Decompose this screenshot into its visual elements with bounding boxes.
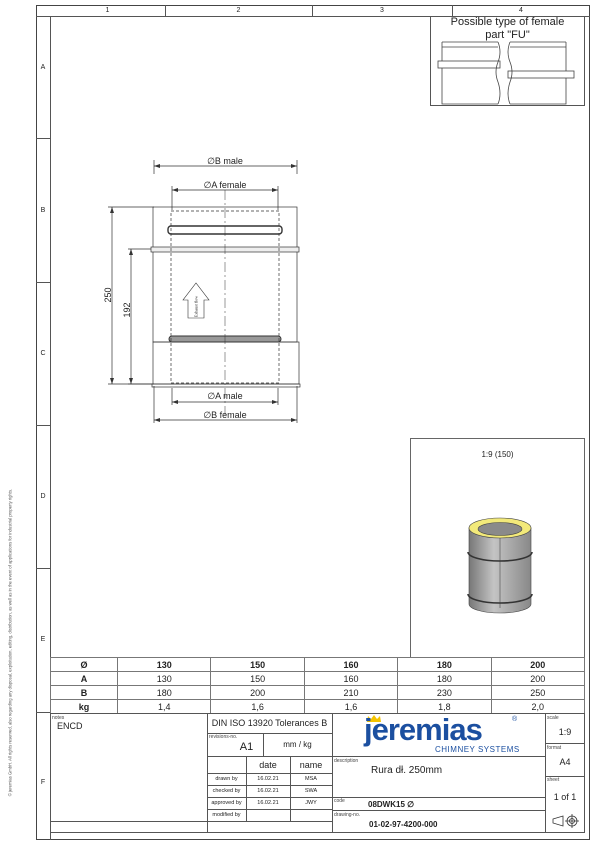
notes-value: ENCD bbox=[57, 721, 83, 731]
row-label: B bbox=[40, 206, 46, 214]
dim-a-male-label: ∅A male bbox=[207, 391, 243, 401]
table-cell: 180 bbox=[397, 671, 492, 686]
b-female-dim-line bbox=[153, 386, 298, 423]
table-row: kg 1,4 1,6 1,6 1,8 2,0 bbox=[49, 699, 586, 714]
table-cell: 160 bbox=[303, 671, 399, 686]
drawing-no-value: 01-02-97-4200-000 bbox=[369, 820, 438, 829]
dim-total-height: 250 bbox=[103, 287, 113, 303]
dim-a-female-label: ∅A female bbox=[203, 180, 247, 190]
logo-subtitle: CHIMNEY SYSTEMS bbox=[435, 745, 520, 754]
tolerances: DIN ISO 13920 Tolerances B bbox=[211, 718, 328, 728]
table-cell: 1,6 bbox=[210, 699, 305, 714]
column-label: 3 bbox=[380, 7, 384, 14]
table-cell: 150 bbox=[210, 657, 305, 672]
sheet-value: 1 of 1 bbox=[553, 792, 577, 802]
inner-height-dim-line bbox=[128, 248, 154, 385]
dim-b-female-label: ∅B female bbox=[203, 410, 247, 420]
table-cell: 160 bbox=[303, 657, 399, 672]
pipe-section-drawing bbox=[108, 160, 301, 423]
table-cell: 230 bbox=[397, 685, 492, 700]
table-cell: B bbox=[49, 685, 119, 700]
format-label: format bbox=[547, 745, 562, 751]
approval-date: 16.02.21 bbox=[257, 776, 279, 782]
table-cell: 1,4 bbox=[117, 699, 212, 714]
code-value: 08DWK15 ∅ bbox=[368, 800, 415, 809]
iso-view-caption: 1:9 (150) bbox=[481, 450, 514, 459]
column-label: 4 bbox=[519, 7, 523, 14]
registered-mark: ® bbox=[512, 716, 518, 723]
description-label: description bbox=[334, 758, 359, 764]
scale-value: 1:9 bbox=[558, 727, 572, 737]
units: mm / kg bbox=[283, 740, 312, 749]
format-value: A4 bbox=[559, 757, 571, 767]
approval-role: drawn by bbox=[215, 776, 238, 782]
code-label: code bbox=[334, 798, 345, 804]
table-cell: 150 bbox=[210, 671, 305, 686]
drawing-no-label: drawing-no. bbox=[334, 812, 361, 818]
exhaust-flow-label: Exhaust flow bbox=[193, 295, 199, 318]
table-header-row: Ø 130 150 160 180 200 bbox=[49, 657, 586, 672]
drawing-frame bbox=[36, 5, 590, 840]
approval-role: approved by bbox=[211, 800, 242, 806]
table-cell: 130 bbox=[117, 671, 212, 686]
approval-name: SWA bbox=[304, 788, 318, 794]
description-value: Rura dł. 250mm bbox=[371, 765, 443, 776]
row-label: F bbox=[40, 778, 46, 786]
copyright-notice: © jeremias GmbH. All rights reserved, al… bbox=[7, 488, 13, 797]
detail-title-line: part "FU" bbox=[485, 29, 530, 41]
column-label: 1 bbox=[105, 7, 110, 14]
table-cell: 180 bbox=[397, 657, 492, 672]
approval-date: 16.02.21 bbox=[257, 800, 279, 806]
table-row: B 180 200 210 230 250 bbox=[49, 685, 586, 700]
jeremias-logo: jeremias bbox=[364, 712, 483, 747]
notes-label: notes bbox=[52, 715, 65, 721]
date-header: date bbox=[259, 759, 277, 770]
title-block bbox=[50, 713, 585, 833]
row-label: A bbox=[40, 63, 46, 71]
approval-name: JWY bbox=[305, 800, 317, 806]
scale-label: scale bbox=[547, 715, 559, 721]
dimensions-table: Ø 130 150 160 180 200 A 130 150 160 180 … bbox=[49, 657, 586, 714]
detail-fu-box bbox=[430, 16, 585, 106]
table-cell: Ø bbox=[49, 657, 119, 672]
table-cell: 130 bbox=[117, 657, 212, 672]
approval-role: modified by bbox=[212, 812, 241, 818]
table-row: A 130 150 160 180 200 bbox=[49, 671, 586, 686]
table-cell: A bbox=[49, 671, 119, 686]
pipe-3d-view bbox=[467, 517, 533, 614]
name-header: name bbox=[299, 759, 323, 770]
projection-symbol-icon bbox=[552, 814, 579, 828]
table-cell: 200 bbox=[490, 657, 586, 672]
row-label: E bbox=[40, 635, 46, 643]
table-cell: kg bbox=[49, 699, 119, 714]
table-cell: 200 bbox=[490, 671, 586, 686]
dim-b-male-label: ∅B male bbox=[207, 156, 243, 166]
detail-title-line: Possible type of female bbox=[450, 16, 565, 28]
female-part-detail-drawing bbox=[437, 41, 575, 105]
column-label: 2 bbox=[236, 7, 241, 14]
revision-value: A1 bbox=[239, 741, 254, 753]
b-male-dim-line bbox=[153, 160, 298, 174]
row-label: C bbox=[40, 349, 46, 357]
revisions-label: revisions-no. bbox=[209, 734, 238, 740]
approval-name: MSA bbox=[305, 776, 317, 782]
iso-view-box bbox=[410, 438, 585, 657]
approval-date: 16.02.21 bbox=[257, 788, 279, 794]
crown-icon bbox=[367, 715, 381, 722]
table-cell: 210 bbox=[303, 685, 399, 700]
table-cell: 200 bbox=[210, 685, 305, 700]
approval-role: checked by bbox=[212, 788, 241, 794]
table-cell: 180 bbox=[117, 685, 212, 700]
detail-title: Possible type of female part "FU" bbox=[430, 16, 585, 42]
table-cell: 2,0 bbox=[490, 699, 586, 714]
table-cell: 250 bbox=[490, 685, 586, 700]
row-label: D bbox=[40, 492, 46, 500]
dim-inner-height: 192 bbox=[122, 302, 132, 318]
sheet-label: sheet bbox=[547, 777, 560, 783]
